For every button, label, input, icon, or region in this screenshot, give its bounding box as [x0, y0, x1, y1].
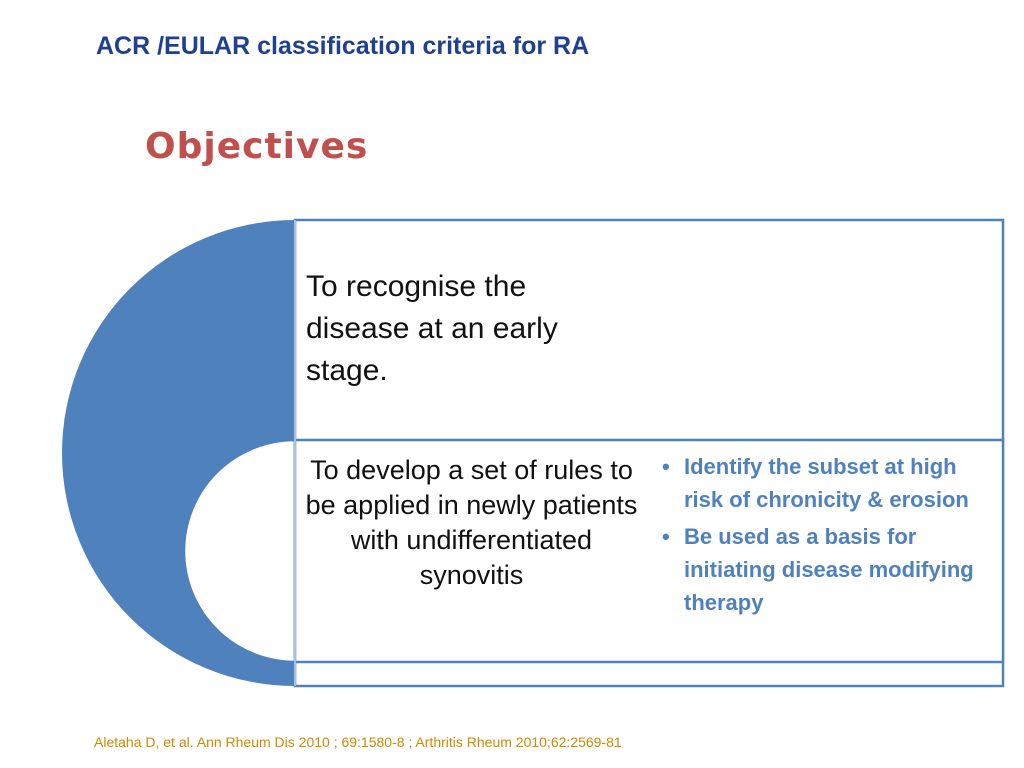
inner-half-disc-outline [186, 442, 296, 660]
bullet-icon: • [662, 524, 670, 549]
citation: Aletaha D, et al. Ann Rheum Dis 2010 ; 6… [94, 734, 622, 750]
sub-objective-list: • Identify the subset at high risk of chr… [660, 450, 990, 623]
list-item: • Identify the subset at high risk of chr… [660, 450, 990, 516]
list-item: • Be used as a basis for initiating disea… [660, 520, 990, 619]
outer-objective-text: To recognise the disease at an early sta… [306, 270, 558, 387]
bullet-text: Be used as a basis for initiating diseas… [684, 524, 974, 615]
slide-title: ACR /EULAR classification criteria for R… [96, 32, 590, 60]
inner-half-disc [182, 438, 297, 664]
inner-objective-text: To develop a set of rules to be applied … [305, 455, 638, 590]
bullet-icon: • [662, 454, 670, 479]
inner-box [293, 438, 1005, 664]
section-heading: Objectives [145, 126, 369, 167]
bullet-text: Identify the subset at high risk of chro… [684, 454, 969, 512]
